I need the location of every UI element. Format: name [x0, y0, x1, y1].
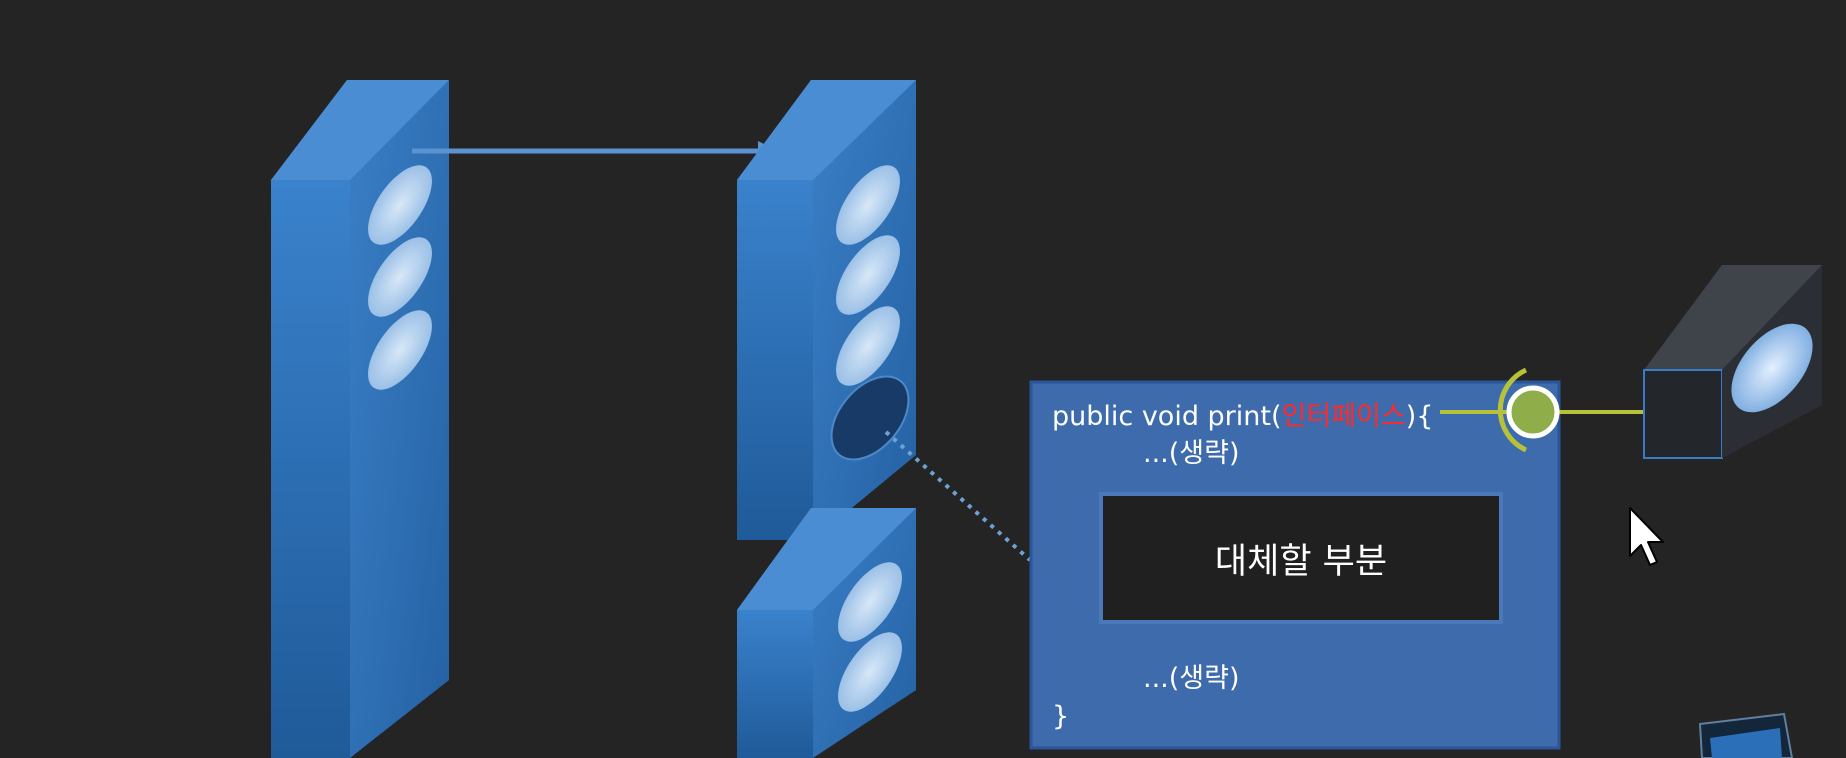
- empty-slot: [830, 375, 910, 461]
- middle-lower-block: [737, 508, 916, 758]
- dotted-connector: [884, 430, 1032, 562]
- closing-brace: }: [1052, 701, 1070, 732]
- slot-hole: [836, 306, 900, 386]
- slot-hole: [838, 632, 902, 712]
- omitted-bottom: ...(생략): [1143, 663, 1240, 694]
- signature-param: 인터페이스: [1281, 401, 1406, 432]
- mouse-pointer-icon: [1629, 507, 1664, 566]
- slot-hole: [836, 165, 900, 245]
- arrow-icon: [412, 141, 778, 161]
- slot-hole: [368, 237, 432, 317]
- replace-box: [1099, 492, 1503, 624]
- left-block: [271, 80, 449, 758]
- slot-hole: [838, 562, 902, 642]
- slot-hole: [836, 235, 900, 315]
- omitted-top: ...(생략): [1143, 438, 1240, 469]
- middle-upper-block: [737, 80, 916, 540]
- signature-prefix: public void print(: [1052, 401, 1282, 432]
- slot-hole: [368, 310, 432, 390]
- signature-suffix: ){: [1405, 401, 1434, 432]
- lens: [1731, 323, 1813, 413]
- socket-icon: [1440, 367, 1648, 453]
- slot-hole: [368, 165, 432, 245]
- method-signature: public void print(인터페이스){: [1052, 403, 1433, 430]
- replace-label: 대체할 부분: [1214, 541, 1388, 582]
- plug-icon: [1643, 265, 1822, 459]
- monitor-icon: [1698, 712, 1794, 758]
